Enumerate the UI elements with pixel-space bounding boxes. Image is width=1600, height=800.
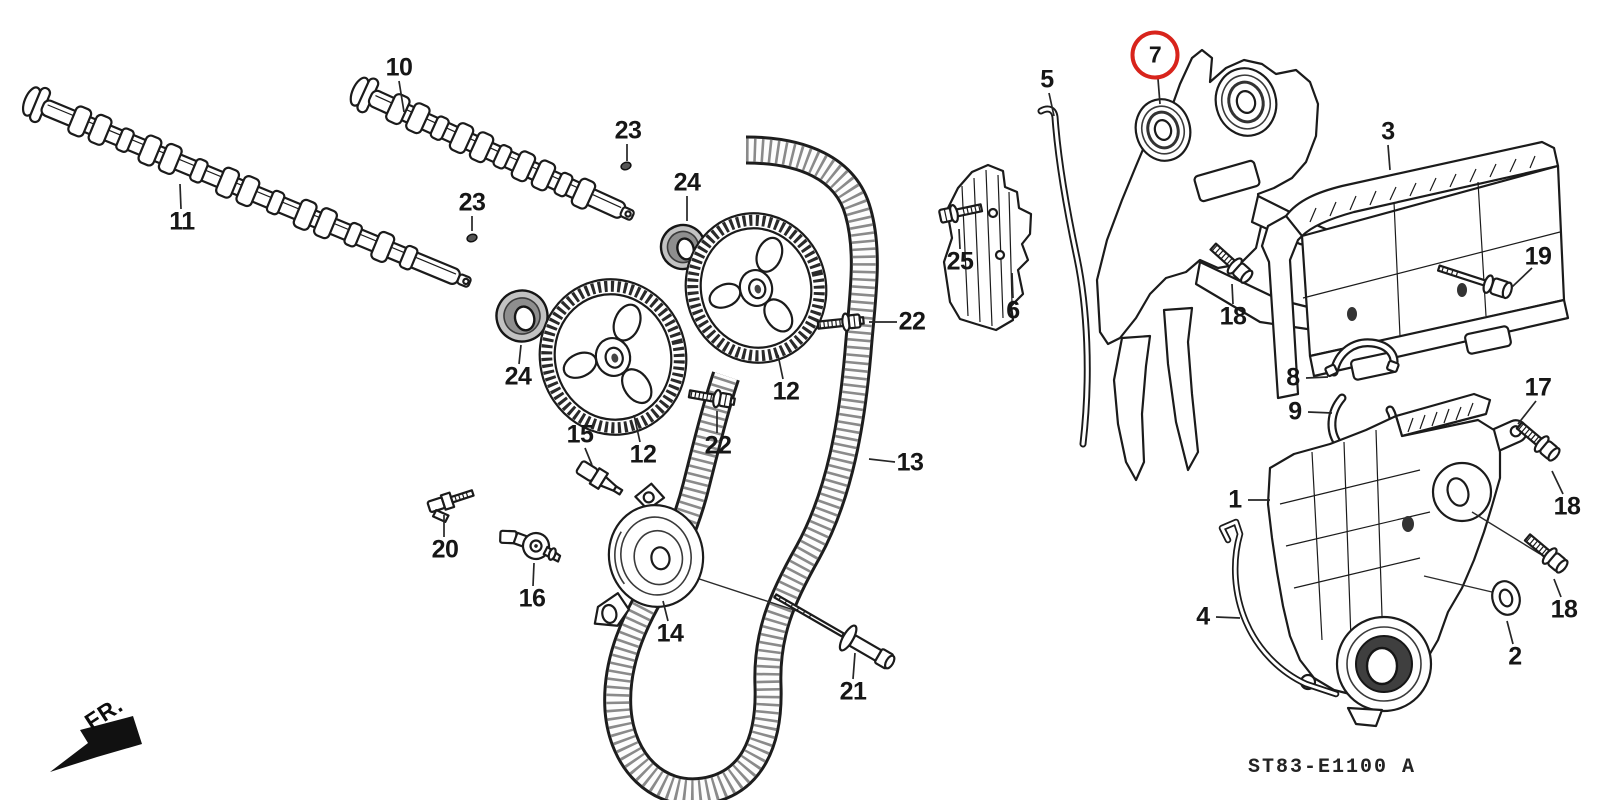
part-callout-21: 21	[839, 677, 867, 706]
part-callout-17: 17	[1524, 373, 1552, 402]
bracket-bolt	[938, 203, 984, 224]
part-callout-25: 25	[946, 247, 974, 276]
cover-bolt	[1515, 421, 1561, 462]
cam-pulley-right	[684, 212, 828, 364]
part-callout-10: 10	[385, 53, 413, 82]
part-callout-24: 24	[504, 362, 532, 391]
part-callout-9: 9	[1288, 397, 1302, 426]
part-callout-12: 12	[772, 377, 800, 406]
part-callout-20: 20	[431, 535, 459, 564]
part-callout-15: 15	[566, 420, 594, 449]
long-bolt	[1436, 264, 1513, 300]
leader-lines	[179, 78, 1564, 680]
part-callout-12: 12	[629, 440, 657, 469]
part-callout-19: 19	[1524, 242, 1552, 271]
part-callout-23: 23	[614, 116, 642, 145]
cover-bolt	[1209, 242, 1254, 284]
part-callout-24: 24	[673, 168, 701, 197]
part-callout-1: 1	[1228, 485, 1242, 514]
part-callout-13: 13	[896, 448, 924, 477]
part-callout-4: 4	[1196, 602, 1210, 631]
cover-gasket	[1218, 518, 1340, 698]
part-callout-16: 16	[518, 584, 546, 613]
tube-seal-upper	[1324, 338, 1400, 378]
pulley-bolt	[816, 312, 865, 332]
camshaft-upper	[349, 76, 635, 221]
oil-seal	[495, 289, 549, 343]
sensor	[575, 460, 624, 496]
part-callout-18: 18	[1550, 595, 1578, 624]
tensioner-bolt	[773, 593, 896, 670]
cover-bolt	[1523, 533, 1569, 574]
part-callout-7: 7	[1130, 30, 1180, 80]
sensor	[499, 529, 562, 563]
diagram-code: ST83-E1100 A	[1248, 756, 1417, 779]
part-callout-8: 8	[1286, 363, 1300, 392]
cam-pulley-left	[538, 278, 688, 436]
dowel-pin	[620, 161, 632, 171]
part-callout-18: 18	[1219, 302, 1247, 331]
part-callout-18: 18	[1553, 492, 1581, 521]
camshaft-lower	[21, 86, 472, 288]
part-callout-23: 23	[458, 188, 486, 217]
pulley-bolt	[687, 389, 736, 409]
part-callout-22: 22	[898, 307, 926, 336]
part-callout-6: 6	[1006, 296, 1020, 325]
back-cover-upper	[1095, 48, 1344, 482]
part-callout-22: 22	[704, 431, 732, 460]
part-callout-2: 2	[1508, 642, 1522, 671]
part-callout-14: 14	[656, 619, 684, 648]
o-ring	[1491, 580, 1521, 616]
front-arrow-icon	[50, 716, 142, 772]
side-bracket	[942, 163, 1033, 332]
part-callout-5: 5	[1040, 65, 1054, 94]
part-callout-3: 3	[1381, 117, 1395, 146]
belt-tensioner	[593, 482, 705, 627]
part-callout-11: 11	[169, 207, 195, 236]
back-cover-middle	[1260, 140, 1570, 400]
dowel-pin	[466, 233, 478, 243]
